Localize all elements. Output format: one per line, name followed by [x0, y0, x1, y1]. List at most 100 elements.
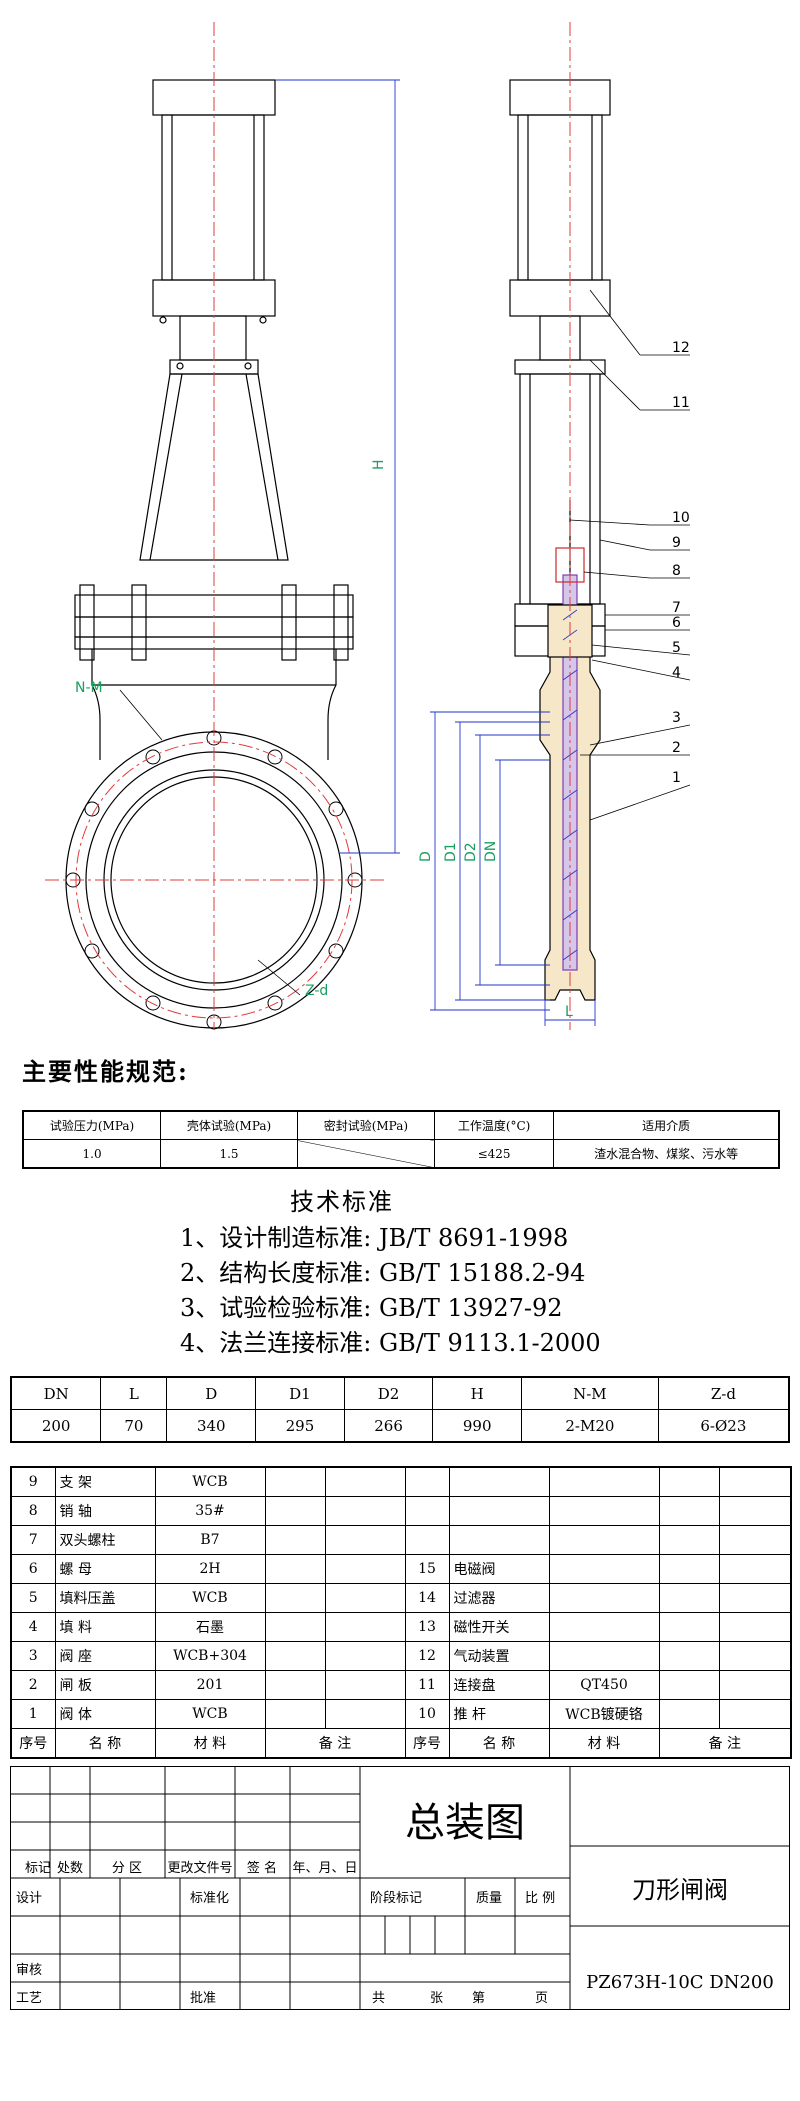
label-Zd: Z-d [305, 983, 328, 999]
bom-cell-no: 9 [10, 1466, 56, 1497]
bom-header: 序号 [404, 1728, 450, 1759]
bom-cell-name: 阀 体 [54, 1699, 156, 1729]
flange-bolt-holes [65, 730, 363, 1030]
perf-value: ≤425 [433, 1139, 555, 1169]
label-NM: N-M [75, 680, 103, 696]
part-number: 9 [672, 535, 681, 551]
bom-cell-empty [324, 1670, 406, 1700]
tb-label: 页 [535, 1991, 548, 2006]
bom-cell-name: 支 架 [54, 1466, 156, 1497]
side-actuator-top-cap [509, 79, 611, 116]
part-number: 4 [672, 665, 681, 681]
dim-label-D: D [418, 851, 434, 862]
bom-cell-no2 [404, 1525, 450, 1555]
bom-cell-empty [264, 1525, 326, 1555]
tb-label: 更改文件号 [167, 1861, 232, 1876]
bom-cell-empty [324, 1496, 406, 1526]
part-number: 6 [672, 615, 681, 631]
bom-cell-material2: QT450 [548, 1670, 660, 1700]
bom-cell-name: 销 轴 [54, 1496, 156, 1526]
bom-header: 名 称 [54, 1728, 156, 1759]
bom-cell-no: 7 [10, 1525, 56, 1555]
dim-value: 990 [432, 1409, 523, 1443]
bom-header: 序号 [10, 1728, 56, 1759]
dim-value: 266 [343, 1409, 434, 1443]
bom-header: 备 注 [264, 1728, 406, 1759]
tb-label: 第 [472, 1991, 485, 2006]
bom-cell-empty [658, 1641, 720, 1671]
perf-value: 渣水混合物、煤浆、污水等 [553, 1139, 780, 1169]
standard-item: 2、结构长度标准: GB/T 15188.2-94 [180, 1259, 586, 1287]
tb-label: 工艺 [16, 1991, 42, 2006]
bom-cell-name2: 过滤器 [448, 1583, 550, 1613]
standard-item: 4、法兰连接标准: GB/T 9113.1-2000 [180, 1329, 601, 1357]
bom-cell-empty [324, 1699, 406, 1729]
stud-bolts [79, 584, 349, 661]
tb-label: 质量 [476, 1891, 502, 1906]
bom-cell-name2 [448, 1466, 550, 1497]
bom-cell-no2 [404, 1466, 450, 1497]
performance-table: 试验压力(MPa) 壳体试验(MPa) 密封试验(MPa) 工作温度(°C) 适… [22, 1110, 780, 1169]
tb-label: 分 区 [112, 1861, 142, 1876]
bom-header: 名 称 [448, 1728, 550, 1759]
bom-cell-material: WCB [154, 1466, 266, 1497]
dim-header: DN [10, 1376, 102, 1410]
bom-cell-no: 5 [10, 1583, 56, 1613]
perf-value: 1.5 [160, 1139, 298, 1169]
bom-cell-empty [658, 1554, 720, 1584]
bom-cell-no: 2 [10, 1670, 56, 1700]
tb-label: 设计 [16, 1891, 42, 1906]
bom-cell-name2: 连接盘 [448, 1670, 550, 1700]
bom-cell-no: 6 [10, 1554, 56, 1584]
bom-cell-empty [658, 1525, 720, 1555]
dim-header: H [432, 1376, 523, 1410]
drawing-title: 总装图 [405, 1800, 525, 1846]
part-number: 10 [672, 510, 690, 526]
dim-header: D1 [255, 1376, 345, 1410]
dim-value: 6-Ø23 [657, 1409, 790, 1443]
dim-label-L: L [565, 1004, 573, 1020]
bom-cell-material: 201 [154, 1670, 266, 1700]
perf-header: 工作温度(°C) [433, 1110, 555, 1140]
bom-cell-no: 8 [10, 1496, 56, 1526]
tb-label: 阶段标记 [370, 1891, 422, 1906]
bom-cell-empty [718, 1583, 792, 1613]
bom-cell-empty [718, 1525, 792, 1555]
dim-header: N-M [521, 1376, 659, 1410]
bom-cell-empty [658, 1496, 720, 1526]
tb-label: 张 [430, 1991, 443, 2006]
bom-cell-name: 填料压盖 [54, 1583, 156, 1613]
bom-cell-name2: 电磁阀 [448, 1554, 550, 1584]
bom-cell-empty [718, 1699, 792, 1729]
bom-header: 备 注 [658, 1728, 792, 1759]
bom-cell-empty [658, 1612, 720, 1642]
dim-value: 295 [255, 1409, 345, 1443]
dim-value: 340 [166, 1409, 257, 1443]
perf-header: 壳体试验(MPa) [160, 1110, 298, 1140]
bom-cell-name2: 气动装置 [448, 1641, 550, 1671]
dim-label-D2: D2 [463, 842, 479, 862]
bom-cell-no: 4 [10, 1612, 56, 1642]
bom-cell-name2 [448, 1525, 550, 1555]
model-number: PZ673H-10C DN200 [586, 1972, 774, 1993]
bom-cell-empty [718, 1612, 792, 1642]
bom-cell-empty [264, 1554, 326, 1584]
bom-cell-no2: 14 [404, 1583, 450, 1613]
tb-label: 处数 [57, 1861, 83, 1876]
bom-cell-no2: 12 [404, 1641, 450, 1671]
bom-cell-name: 阀 座 [54, 1641, 156, 1671]
bom-cell-empty [658, 1583, 720, 1613]
part-numbers: 12 11 10 9 8 7 6 5 4 3 2 1 [672, 340, 690, 786]
dim-value: 70 [100, 1409, 168, 1443]
bom-cell-empty [264, 1466, 326, 1497]
bom-cell-empty [324, 1525, 406, 1555]
bom-cell-material: B7 [154, 1525, 266, 1555]
perf-header: 密封试验(MPa) [296, 1110, 435, 1140]
bom-cell-material2 [548, 1496, 660, 1526]
tb-label: 年、月、日 [292, 1861, 357, 1876]
bom-cell-material: WCB [154, 1583, 266, 1613]
bom-cell-empty [718, 1466, 792, 1497]
